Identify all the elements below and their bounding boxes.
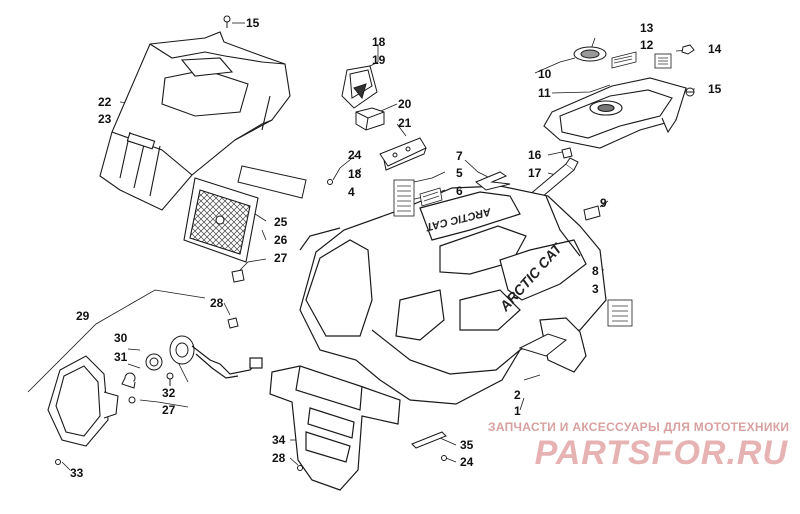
callout-24-top: 24 [348,148,362,162]
callout-4: 4 [348,185,355,199]
callout-11: 11 [538,86,551,100]
clip-part-9 [583,205,601,221]
callout-34: 34 [272,433,286,447]
headlight-group-bracket-29 [27,289,206,393]
callout-1: 1 [514,404,521,418]
callout-5: 5 [456,166,463,180]
front-rack-part-22 [99,31,291,211]
callout-18-mid: 18 [348,167,362,181]
bulb-part-31 [121,372,136,389]
screw-24-bottom [441,455,447,461]
callout-14: 14 [708,42,722,56]
callout-28-bottom: 28 [272,451,286,465]
callout-27-bottom: 27 [162,403,176,417]
light-cover-part-19 [341,65,378,109]
fuel-cap-bezel-part-10 [573,46,607,62]
trim-part-2 [518,333,568,357]
label-part-12 [611,51,637,69]
nut-part-14 [681,44,695,55]
callout-7: 7 [456,149,463,163]
callout-23: 23 [98,112,112,126]
callout-17: 17 [528,166,542,180]
socket-part-30 [145,335,195,371]
screw-28-bottom [297,465,303,471]
emblem-part-7 [475,171,511,191]
callout-24-bottom: 24 [460,455,474,469]
screw-27-bottom [128,396,136,404]
callout-9: 9 [600,196,607,210]
label-part-3 [607,299,633,327]
callout-15-right: 15 [708,82,722,96]
screw-24-top [327,179,333,185]
callout-33: 33 [70,466,84,480]
callout-16: 16 [528,148,542,162]
callout-20: 20 [398,97,412,111]
wire-harness-part-32 [191,345,263,379]
rear-rack-part-11 [543,77,687,149]
callout-26: 26 [274,233,288,247]
label-part-4 [393,179,415,217]
clip-part-16 [561,147,573,159]
main-fender-part-1 [299,185,607,405]
label-part-13 [654,53,672,69]
callout-12: 12 [640,38,654,52]
panel-part-25 [237,165,307,199]
switch-plate-part-21 [379,137,427,171]
screw-27-top [231,269,245,283]
callout-2: 2 [514,388,521,402]
callout-27-top: 27 [274,251,288,265]
watermark-brand: PARTSFOR.RU [534,434,788,472]
callout-18-top: 18 [372,35,386,49]
cap-part-20 [355,107,385,131]
label-part-5 [419,187,443,207]
callout-21: 21 [398,116,412,130]
screw-33 [55,459,61,465]
callout-29: 29 [76,309,90,323]
callout-31: 31 [114,350,128,364]
screw-15-top [223,15,231,28]
front-bumper-part-34 [269,365,401,491]
callout-6: 6 [456,184,463,198]
callout-32: 32 [162,386,176,400]
callout-13: 13 [640,21,654,35]
callout-35: 35 [460,438,474,452]
callout-8: 8 [592,264,599,278]
callout-30: 30 [114,331,128,345]
radiator-screen-part-26 [183,177,259,263]
watermark-tagline: ЗАПЧАСТИ И АКСЕССУАРЫ ДЛЯ МОТОТЕХНИКИ [488,420,790,434]
strip-part-35 [411,431,447,449]
screw-28-top [227,317,239,329]
callout-22: 22 [98,95,112,109]
callout-28-top: 28 [210,296,224,310]
callout-10: 10 [538,67,552,81]
callout-25: 25 [274,215,288,229]
bulb-part-32 [166,372,174,386]
headlight-part-30 [47,355,119,447]
callout-3: 3 [592,282,599,296]
screw-15-right [685,87,695,97]
callout-15-top: 15 [246,16,260,30]
callout-19: 19 [372,53,386,67]
